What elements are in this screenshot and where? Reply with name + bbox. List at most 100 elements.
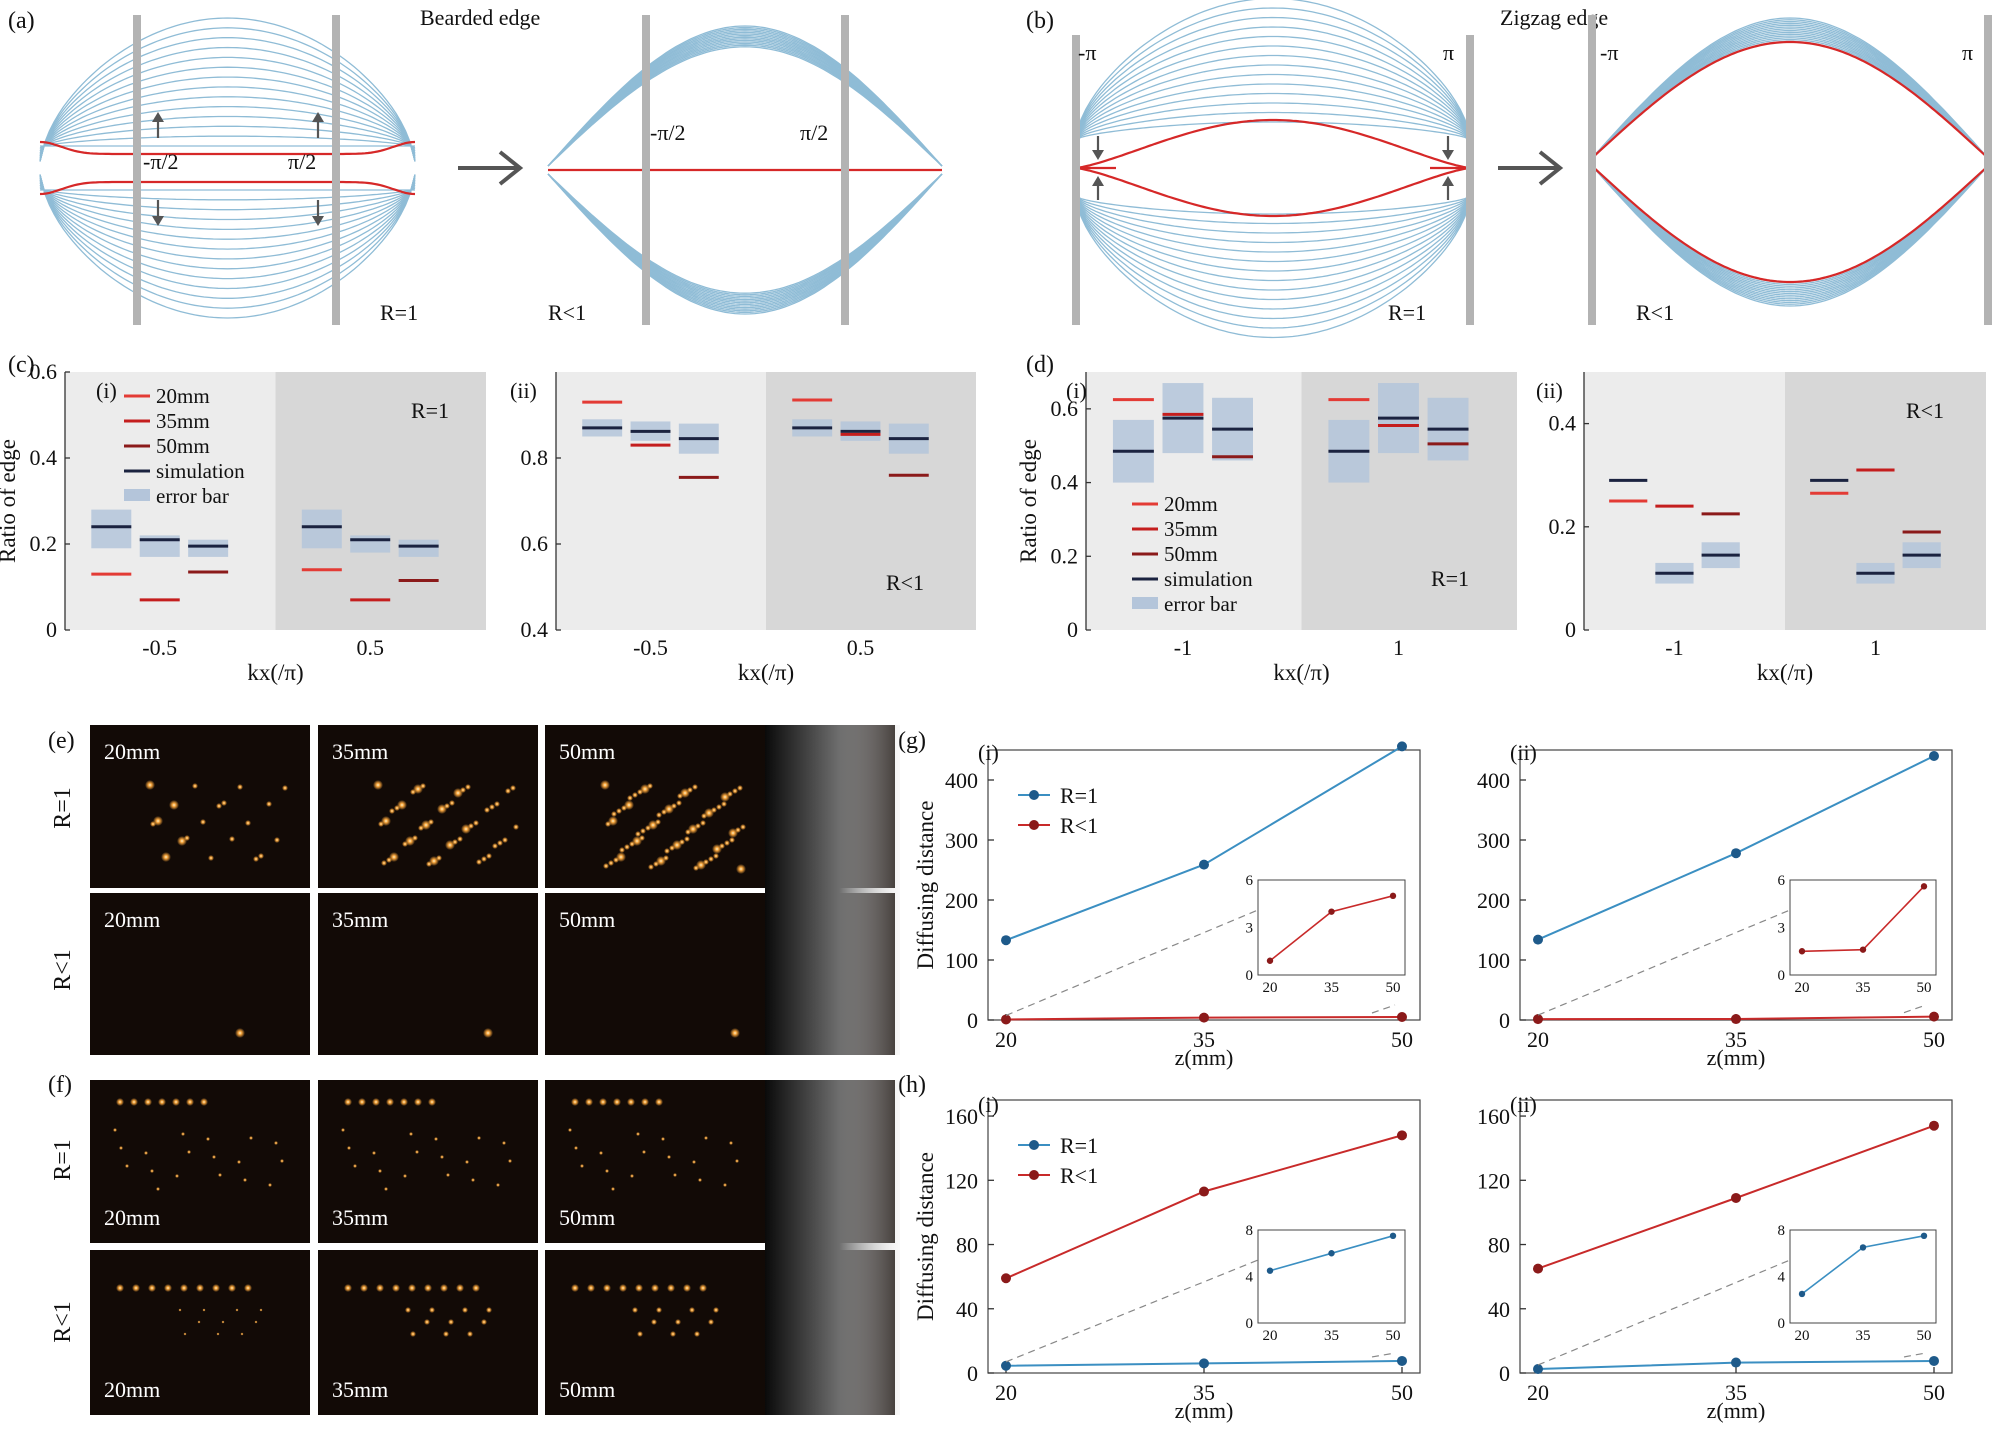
light-spot xyxy=(692,1160,696,1164)
light-spot xyxy=(712,844,722,854)
inset-frame xyxy=(1789,879,1937,976)
light-spot xyxy=(344,1284,352,1292)
light-spot xyxy=(240,1332,244,1336)
bulk-band xyxy=(1075,195,1471,329)
light-spot xyxy=(237,1160,241,1164)
light-spot xyxy=(472,1284,480,1292)
bulk-band xyxy=(39,125,416,150)
panel-c-letter: (c) xyxy=(8,352,35,378)
x-tick-label: 1 xyxy=(1393,635,1404,660)
bulk-band xyxy=(1075,16,1471,141)
y-tick-label: 200 xyxy=(945,888,978,913)
bulk-band xyxy=(39,86,416,157)
bulk-band xyxy=(547,46,943,167)
light-spot xyxy=(410,1331,416,1337)
sub-label-i: (i) xyxy=(978,1092,999,1117)
light-spot xyxy=(428,1098,436,1106)
bulk-band xyxy=(1591,165,1989,295)
light-spot xyxy=(249,1136,253,1140)
inset-point xyxy=(1389,1232,1397,1240)
light-spot xyxy=(723,1183,727,1187)
light-spot xyxy=(619,1284,627,1292)
bulk-band xyxy=(39,187,416,201)
data-point xyxy=(1397,1355,1407,1366)
inset-point xyxy=(1389,892,1397,900)
boundary-bar xyxy=(1072,35,1080,325)
bulk-band xyxy=(1591,31,1989,159)
light-spot xyxy=(492,843,498,849)
light-spot xyxy=(637,1331,643,1337)
light-spot xyxy=(410,789,416,795)
light-spot xyxy=(645,825,651,831)
light-spot xyxy=(254,1320,258,1324)
light-spot xyxy=(513,824,519,830)
inset-x-tick: 20 xyxy=(1263,980,1278,996)
bulk-band xyxy=(1591,24,1989,159)
y-tick-label: 40 xyxy=(1488,1297,1510,1322)
light-spot xyxy=(667,1155,671,1159)
zoom-fade xyxy=(765,725,900,1055)
light-spot xyxy=(737,785,743,791)
bulk-band xyxy=(547,33,943,167)
band-diagram-a-rless xyxy=(547,15,943,325)
legend-20mm: 20mm xyxy=(1164,492,1218,516)
bulk-band xyxy=(547,173,943,307)
bg-left xyxy=(556,372,766,630)
inset-point xyxy=(1859,1244,1867,1251)
legend-simulation: simulation xyxy=(156,459,245,483)
y-tick-label: 0 xyxy=(967,1361,978,1386)
inset-y-tick: 4 xyxy=(1246,1270,1254,1286)
inset-y-tick: 0 xyxy=(1246,968,1254,984)
bulk-band xyxy=(39,135,416,149)
inset-x-tick: 35 xyxy=(1324,980,1339,996)
light-spot xyxy=(344,1098,352,1106)
bearded-edge-title: Bearded edge xyxy=(420,5,540,30)
light-spot xyxy=(730,1028,740,1038)
bg-right xyxy=(766,372,976,630)
light-spot xyxy=(729,1141,733,1145)
inset-x-tick: 35 xyxy=(1324,1328,1339,1344)
light-spot xyxy=(481,856,487,862)
legend-50mm: 50mm xyxy=(156,434,210,458)
light-spot xyxy=(144,1098,152,1106)
light-spot xyxy=(651,1284,659,1292)
light-spot xyxy=(698,1178,702,1182)
y-tick-label: 0.6 xyxy=(30,359,58,384)
light-spot xyxy=(484,807,490,813)
inset-y-tick: 6 xyxy=(1778,873,1786,889)
light-spot xyxy=(148,1284,156,1292)
zoom-guide xyxy=(1371,1004,1396,1014)
inset-point xyxy=(1798,1290,1806,1298)
x-axis-label: kx(/π) xyxy=(1273,660,1329,685)
data-point xyxy=(1533,934,1543,945)
light-spot xyxy=(603,1284,611,1292)
bulk-band xyxy=(1075,83,1471,141)
bulk-band xyxy=(1591,26,1989,159)
bulk-band xyxy=(1591,165,1989,300)
light-spot xyxy=(613,1098,621,1106)
zoom-fade xyxy=(765,1080,900,1415)
light-spot xyxy=(237,784,243,790)
bulk-band xyxy=(1075,102,1471,141)
error-bar xyxy=(91,509,132,549)
bulk-band xyxy=(1591,165,1989,302)
inset-point xyxy=(1266,1267,1274,1274)
light-spot xyxy=(178,1308,182,1312)
light-spot xyxy=(713,853,719,859)
light-spot xyxy=(418,825,424,831)
inset-y-tick: 3 xyxy=(1246,921,1254,937)
light-spot xyxy=(653,861,659,867)
arrowhead-icon xyxy=(312,112,324,122)
light-spot xyxy=(437,804,447,814)
inset-x-tick: 50 xyxy=(1386,980,1401,996)
light-spot xyxy=(200,819,206,825)
light-spot xyxy=(729,837,735,843)
light-spot xyxy=(208,855,214,861)
data-point xyxy=(1929,1355,1939,1366)
y-tick-label: 0 xyxy=(46,617,57,642)
light-spot xyxy=(693,865,699,871)
light-spot xyxy=(721,801,727,807)
y-tick-label: 0.6 xyxy=(521,531,549,556)
bulk-band xyxy=(39,76,416,159)
